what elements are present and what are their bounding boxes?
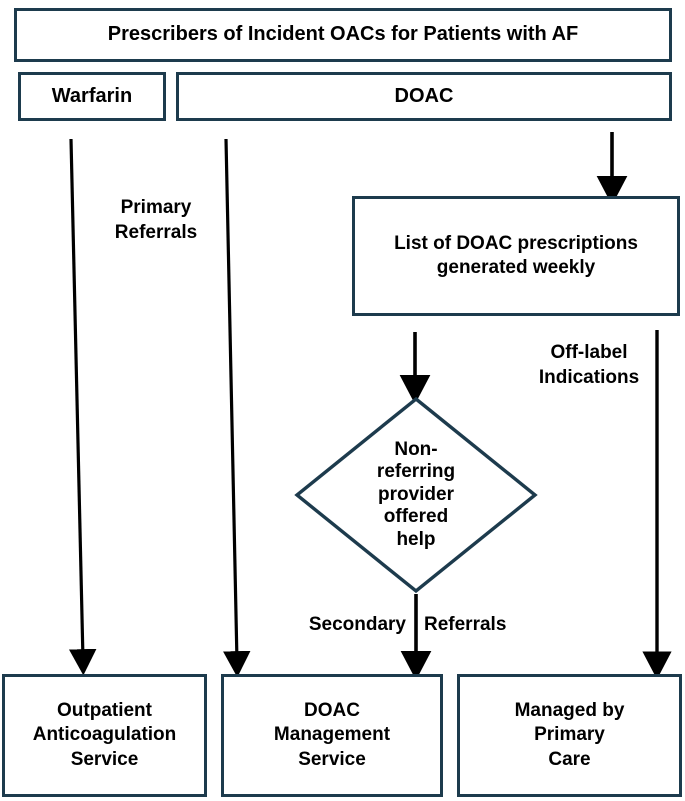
node-doac: DOAC xyxy=(176,72,672,121)
node-doac-management-service: DOAC Management Service xyxy=(221,674,443,797)
node-warfarin: Warfarin xyxy=(18,72,166,121)
node-doac-label: DOAC xyxy=(394,84,454,107)
node-doac-prescription-list-label: List of DOAC prescriptions generated wee… xyxy=(394,232,638,278)
node-decision-label: Non- referring provider offered help xyxy=(376,438,456,550)
node-outpatient-anticoagulation-service-label: Outpatient Anticoagulation Service xyxy=(32,700,177,770)
node-prescribers-label: Prescribers of Incident OACs for Patient… xyxy=(107,23,579,46)
node-doac-prescription-list: List of DOAC prescriptions generated wee… xyxy=(352,196,680,316)
edge-label-secondary: Secondary xyxy=(308,614,406,635)
node-warfarin-label: Warfarin xyxy=(51,84,133,107)
node-decision-non-referring-provider: Non- referring provider offered help xyxy=(294,396,538,594)
diamond-shape xyxy=(294,396,538,594)
node-managed-by-primary-care-label: Managed by Primary Care xyxy=(514,700,625,770)
arrow-warfarin-to-outpatient xyxy=(68,138,97,676)
edge-label-referrals: Referrals xyxy=(424,614,507,635)
node-outpatient-anticoagulation-service: Outpatient Anticoagulation Service xyxy=(2,674,207,797)
node-prescribers: Prescribers of Incident OACs for Patient… xyxy=(14,8,672,62)
arrow-doac-to-management xyxy=(223,138,251,678)
node-doac-management-service-label: DOAC Management Service xyxy=(273,700,391,770)
edge-label-off-label-indications: Off-label Indications xyxy=(538,342,640,388)
edge-label-primary-referrals: Primary Referrals xyxy=(114,197,198,243)
node-managed-by-primary-care: Managed by Primary Care xyxy=(457,674,682,797)
